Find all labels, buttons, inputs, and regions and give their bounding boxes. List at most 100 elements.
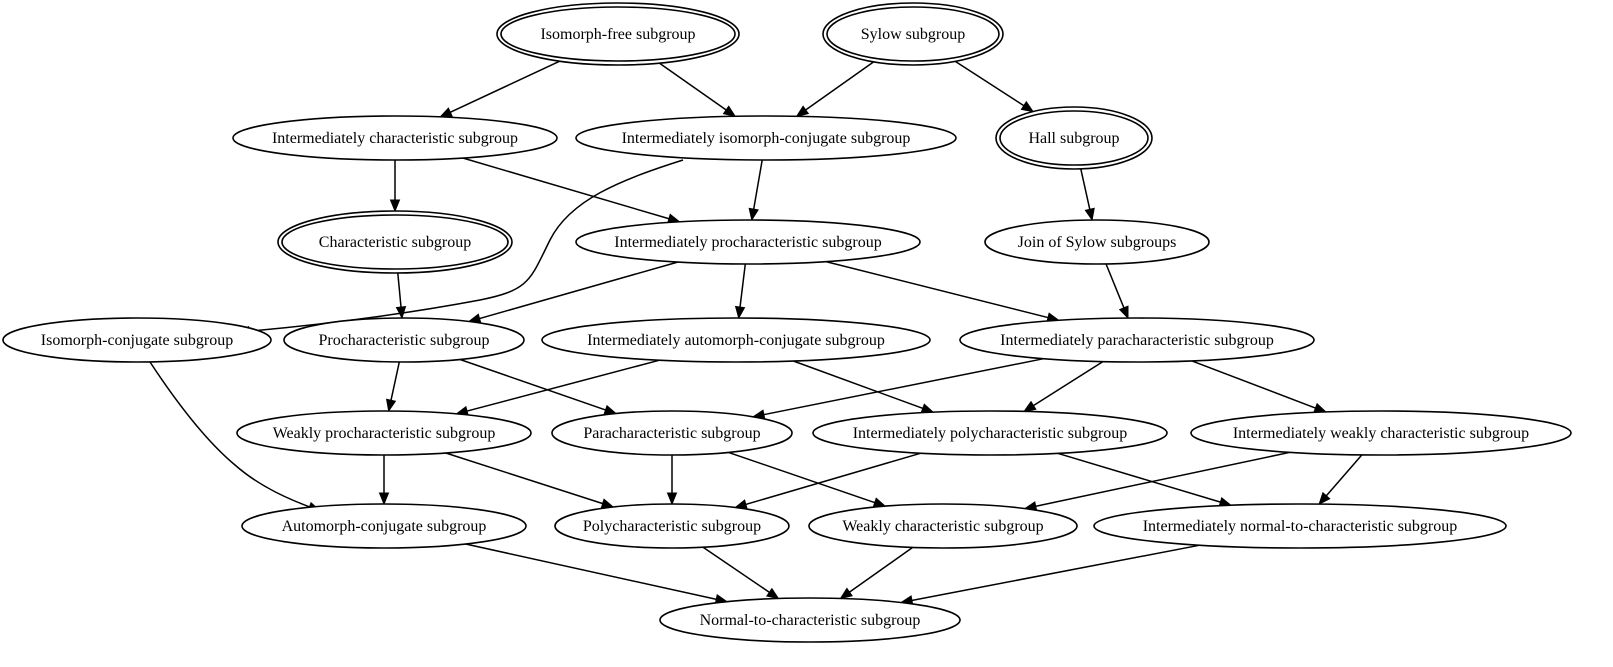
edge-line (702, 546, 771, 594)
edge-join-of-sylow-subgroups-to-intermediately-paracharacteristic-subgroup (1105, 263, 1129, 320)
edge-intermediately-polycharacteristic-subgroup-to-polycharacteristic-subgroup (734, 452, 922, 510)
node-label: Isomorph-conjugate subgroup (41, 332, 233, 349)
edge-line (804, 61, 875, 112)
node-intermediately-isomorph-conjugate-subgroup: Intermediately isomorph-conjugate subgro… (575, 115, 957, 161)
arrowhead-icon (378, 492, 390, 506)
edge-line (1032, 360, 1104, 407)
edge-line (478, 261, 678, 320)
node-label: Intermediately automorph-conjugate subgr… (587, 332, 885, 349)
node-intermediately-automorph-conjugate-subgroup: Intermediately automorph-conjugate subgr… (541, 317, 931, 363)
edge-line (397, 272, 402, 309)
edge-intermediately-weakly-characteristic-subgroup-to-weakly-characteristic-subgroup (1023, 451, 1291, 512)
edge-line (793, 360, 924, 410)
node-ellipse (1093, 503, 1507, 549)
node-isomorph-free-subgroup: Isomorph-free subgroup (496, 2, 740, 66)
node-intermediately-characteristic-subgroup: Intermediately characteristic subgroup (232, 115, 558, 161)
arrowhead-icon (765, 587, 780, 600)
edge-automorph-conjugate-subgroup-to-normal-to-characteristic-subgroup (465, 543, 729, 605)
node-ellipse (984, 219, 1210, 265)
node-procharacteristic-subgroup: Procharacteristic subgroup (283, 317, 525, 363)
arrowhead-icon (385, 398, 397, 413)
node-label: Join of Sylow subgroups (1018, 234, 1177, 251)
node-ellipse (281, 214, 509, 270)
node-label: Automorph-conjugate subgroup (282, 518, 487, 535)
node-label: Intermediately procharacteristic subgrou… (614, 234, 881, 251)
edge-characteristic-subgroup-to-procharacteristic-subgroup (395, 272, 407, 320)
edge-procharacteristic-subgroup-to-weakly-procharacteristic-subgroup (385, 361, 401, 413)
node-ellipse (551, 410, 793, 456)
edge-weakly-characteristic-subgroup-to-normal-to-characteristic-subgroup (839, 546, 914, 600)
edge-line (1057, 452, 1222, 504)
edge-intermediately-normal-to-characteristic-subgroup-to-normal-to-characteristic-subgroup (899, 544, 1200, 606)
node-ellipse (808, 503, 1078, 549)
edge-line (728, 451, 876, 504)
node-label: Polycharacteristic subgroup (583, 518, 761, 535)
node-label: Intermediately normal-to-characteristic … (1143, 518, 1458, 535)
node-ellipse (575, 115, 957, 161)
node-weakly-characteristic-subgroup: Weakly characteristic subgroup (808, 503, 1078, 549)
edge-line (465, 359, 660, 413)
edge-sylow-subgroup-to-hall-subgroup (954, 60, 1035, 113)
node-label: Weakly characteristic subgroup (842, 518, 1043, 535)
node-ellipse (812, 410, 1168, 456)
edge-line (1105, 263, 1125, 310)
edge-intermediately-paracharacteristic-subgroup-to-intermediately-weakly-characteristic-subgroup (1191, 360, 1328, 413)
arrowhead-icon (722, 105, 737, 118)
edge-line (1325, 454, 1363, 498)
node-characteristic-subgroup: Characteristic subgroup (277, 210, 513, 274)
node-label: Isomorph-free subgroup (540, 26, 695, 43)
arrowhead-icon (1313, 402, 1328, 413)
edge-line (1080, 168, 1091, 211)
arrowhead-icon (439, 107, 453, 118)
edge-hall-subgroup-to-join-of-sylow-subgroups (1080, 168, 1095, 222)
arrowhead-icon (734, 305, 746, 320)
edge-line (465, 543, 718, 601)
node-normal-to-characteristic-subgroup: Normal-to-characteristic subgroup (659, 597, 961, 643)
node-label: Normal-to-characteristic subgroup (700, 612, 921, 629)
edge-intermediately-procharacteristic-subgroup-to-intermediately-paracharacteristic-subgroup (825, 260, 1060, 323)
node-intermediately-weakly-characteristic-subgroup: Intermediately weakly characteristic sub… (1190, 410, 1572, 456)
node-label: Paracharacteristic subgroup (583, 425, 760, 442)
arrowhead-icon (389, 199, 401, 213)
edge-paracharacteristic-subgroup-to-weakly-characteristic-subgroup (728, 451, 887, 508)
node-weakly-procharacteristic-subgroup: Weakly procharacteristic subgroup (236, 410, 532, 456)
node-intermediately-paracharacteristic-subgroup: Intermediately paracharacteristic subgro… (959, 317, 1315, 363)
node-label: Hall subgroup (1028, 130, 1119, 147)
node-hall-subgroup: Hall subgroup (995, 106, 1153, 170)
edge-line (762, 357, 1044, 416)
edge-line (848, 546, 914, 594)
arrowhead-icon (748, 207, 759, 222)
edge-intermediately-polycharacteristic-subgroup-to-intermediately-normal-to-characteristic-subgroup (1057, 452, 1233, 507)
edge-sylow-subgroup-to-intermediately-isomorph-conjugate-subgroup (795, 61, 875, 118)
node-ellipse (826, 6, 1000, 62)
edge-line (449, 60, 561, 114)
node-isomorph-conjugate-subgroup: Isomorph-conjugate subgroup (2, 317, 272, 363)
edge-polycharacteristic-subgroup-to-normal-to-characteristic-subgroup (702, 546, 780, 600)
node-intermediately-normal-to-characteristic-subgroup: Intermediately normal-to-characteristic … (1093, 503, 1507, 549)
arrowhead-icon (1084, 207, 1095, 222)
node-ellipse (1190, 410, 1572, 456)
edge-line (744, 452, 922, 506)
edge-line (445, 452, 604, 505)
arrowhead-icon (1118, 305, 1129, 320)
edge-isomorph-free-subgroup-to-intermediately-isomorph-conjugate-subgroup (658, 62, 737, 118)
node-sylow-subgroup: Sylow subgroup (822, 2, 1004, 66)
edge-intermediately-paracharacteristic-subgroup-to-intermediately-polycharacteristic-subgroup (1022, 360, 1104, 413)
node-label: Procharacteristic subgroup (318, 332, 489, 349)
arrowhead-icon (395, 306, 407, 320)
node-intermediately-procharacteristic-subgroup: Intermediately procharacteristic subgrou… (575, 219, 921, 265)
edge-line (1034, 451, 1291, 508)
edge-line (149, 361, 319, 511)
edge-weakly-procharacteristic-subgroup-to-automorph-conjugate-subgroup (378, 455, 390, 506)
arrowhead-icon (795, 105, 810, 118)
arrowhead-icon (839, 587, 853, 600)
edge-intermediately-procharacteristic-subgroup-to-procharacteristic-subgroup (467, 261, 678, 324)
node-label: Intermediately paracharacteristic subgro… (1000, 332, 1274, 349)
edge-line (459, 358, 607, 412)
edge-line (462, 157, 671, 220)
node-ellipse (554, 503, 790, 549)
node-label: Intermediately isomorph-conjugate subgro… (622, 130, 911, 147)
node-ellipse (236, 410, 532, 456)
node-intermediately-polycharacteristic-subgroup: Intermediately polycharacteristic subgro… (812, 410, 1168, 456)
